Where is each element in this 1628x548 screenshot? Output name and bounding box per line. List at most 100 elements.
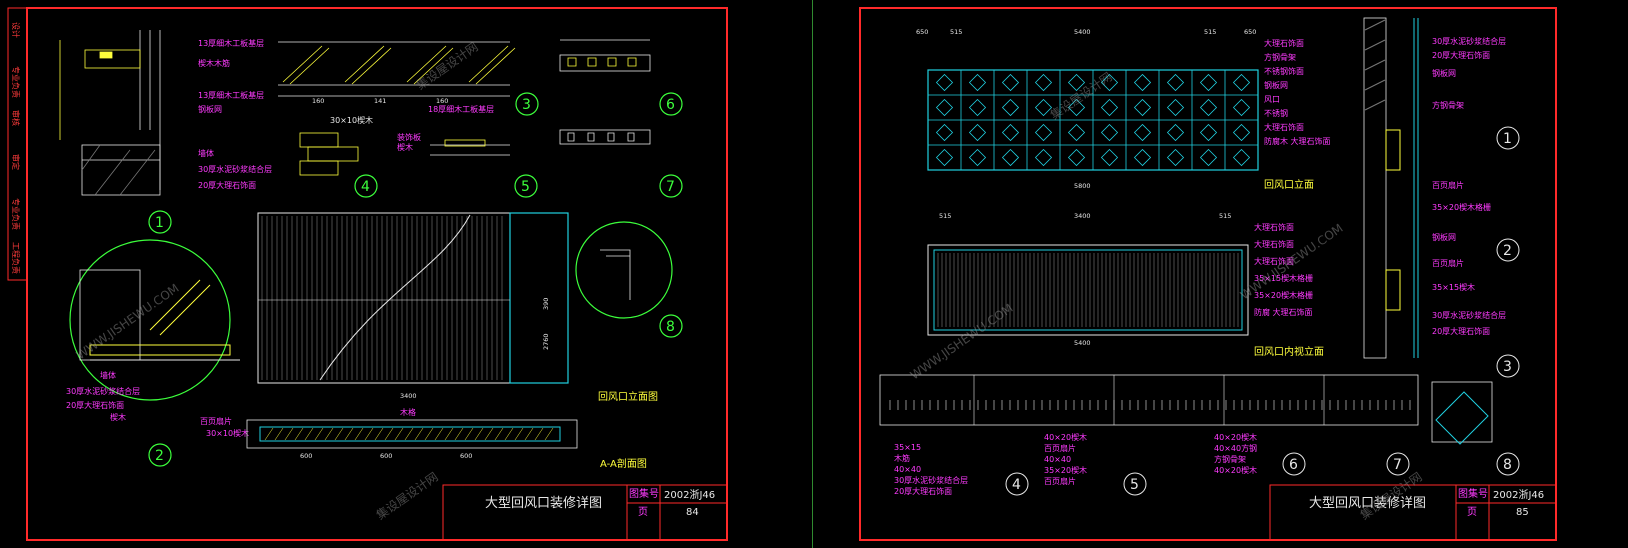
right-bottom-5-label: 35×20楔木 (1044, 465, 1087, 475)
right-side-label: 35×15楔木 (1432, 282, 1475, 292)
section-label: 木格 (400, 407, 416, 417)
right-side-label: 百页扇片 (1432, 180, 1464, 190)
right-atlas-no: 2002浙J46 (1493, 489, 1544, 501)
detail-1-label: 钢板网 (198, 104, 222, 114)
callout-3: 3 (522, 97, 531, 113)
detail-2-label: 30厚水泥砂浆结合层 (66, 386, 140, 396)
right-inner-label: 防腐 大理石饰面 (1254, 307, 1313, 317)
side-strip-item: 专业负责 (11, 198, 21, 230)
right-elev-top-dim: 515 (950, 28, 962, 36)
elevation-bottom-dim: 3400 (400, 392, 417, 400)
detail-3-label: 18厚细木工板基层 (428, 104, 494, 114)
detail-3-dim: 160 (436, 97, 448, 105)
right-elev-label: 不锈钢 (1264, 108, 1288, 118)
right-title: 大型回风口装修详图 (1309, 496, 1426, 511)
right-bottom-4-label: 木筋 (894, 453, 910, 463)
left-title: 大型回风口装修详图 (485, 496, 602, 511)
callout-6: 6 (666, 97, 675, 113)
sheet-divider (812, 0, 813, 548)
right-bottom-4-label: 20厚大理石饰面 (894, 486, 952, 496)
right-side-label: 35×20楔木格栅 (1432, 202, 1491, 212)
callout-1: 1 (155, 215, 164, 231)
right-title-block: 大型回风口装修详图 图集号 2002浙J46 页 85 (1269, 484, 1557, 541)
detail-1-label: 13厚细木工板基层 (198, 38, 264, 48)
detail-2-label: 20厚大理石饰面 (66, 400, 124, 410)
right-bottom-6-label: 40×20楔木 (1214, 465, 1257, 475)
right-inner-top-dim: 515 (1219, 212, 1231, 220)
left-detail-4 (299, 132, 359, 176)
detail-5-label-2: 楔木 (397, 142, 413, 152)
right-page-label: 页 (1467, 506, 1477, 518)
right-elev-label: 大理石饰面 (1264, 122, 1304, 132)
detail-2-label: 30×10楔木 (206, 428, 249, 438)
right-callout-8: 8 (1503, 457, 1512, 473)
right-inner-label: 35×20楔木格栅 (1254, 290, 1313, 300)
left-watermark-url: WWW.JISHEWU.COM (74, 281, 182, 362)
right-inner-label: 大理石饰面 (1254, 256, 1294, 266)
right-bottom-4-label: 40×40 (894, 465, 921, 474)
detail-1-labels: 13厚细木工板基层楔木木筋13厚细木工板基层钢板网墙体30厚水泥砂浆结合层20厚… (198, 38, 272, 190)
right-side-label: 20厚大理石饰面 (1432, 50, 1490, 60)
right-side-label: 钢板网 (1432, 68, 1456, 78)
left-detail-1 (59, 30, 161, 196)
callout-5: 5 (521, 179, 530, 195)
detail-5-label-1: 装饰板 (397, 132, 421, 142)
right-bottom-5-label: 百页扇片 (1044, 443, 1076, 453)
right-bottom-5-label: 百页扇片 (1044, 476, 1076, 486)
elevation-right-dim: 390 (542, 298, 550, 310)
right-inner-label: 35×15楔木格栅 (1254, 273, 1313, 283)
right-callout-4: 4 (1012, 477, 1021, 493)
callout-4: 4 (361, 179, 370, 195)
right-side-label: 百页扇片 (1432, 258, 1464, 268)
detail-2-label: 百页扇片 (200, 416, 232, 426)
detail-4-label: 30×10楔木 (330, 115, 373, 125)
right-elev-label: 钢板网 (1264, 80, 1288, 90)
right-elev-label: 大理石饰面 (1264, 38, 1304, 48)
right-elev-label: 风口 (1264, 95, 1280, 104)
right-bottom-6-label: 方钢骨架 (1214, 454, 1246, 464)
callout-7: 7 (666, 179, 675, 195)
right-callout-7: 7 (1393, 457, 1402, 473)
right-elev-bottom-dim: 5800 (1074, 182, 1091, 190)
left-title-block: 大型回风口装修详图 图集号 2002浙J46 页 84 (442, 484, 728, 541)
detail-1-label: 13厚细木工板基层 (198, 90, 264, 100)
right-inner-title: 回风口内视立面 (1254, 345, 1324, 358)
side-strip-item: 设计 (11, 22, 21, 38)
left-main-elevation (257, 212, 569, 384)
right-bottom-4-label: 30厚水泥砂浆结合层 (894, 475, 968, 485)
right-elevation-title: 回风口立面 (1264, 178, 1314, 191)
left-section-aa (246, 419, 578, 449)
right-side-label: 30厚水泥砂浆结合层 (1432, 36, 1506, 46)
left-section-title: A-A剖面图 (600, 457, 647, 470)
callout-2: 2 (155, 448, 164, 464)
detail-2-label: 墙体 (100, 370, 116, 380)
right-page-no: 85 (1516, 507, 1529, 518)
right-watermark-1: 集设屋设计网 (1047, 69, 1115, 123)
left-watermark-1: 集设屋设计网 (413, 39, 481, 93)
left-detail-2 (69, 239, 240, 401)
right-bottom-details (879, 374, 1493, 445)
left-detail-6 (559, 39, 651, 145)
detail-3-dim: 141 (374, 97, 386, 105)
right-elev-top-dim: 5400 (1074, 28, 1091, 36)
right-elev-top-dim: 650 (916, 28, 928, 36)
left-page-no: 84 (686, 507, 699, 518)
right-bottom-6-label: 40×20楔木 (1214, 432, 1257, 442)
right-elev-label: 防腐木 大理石饰面 (1264, 136, 1331, 146)
detail-3-dimensions: 160 141 160 (312, 97, 448, 105)
section-dim: 600 (380, 452, 392, 460)
elevation-right-dim: 2760 (542, 333, 550, 350)
right-callout-6: 6 (1289, 457, 1298, 473)
right-bottom-5-label: 40×20楔木 (1044, 432, 1087, 442)
right-watermark-url: WWW.JISHEWU.COM (908, 301, 1016, 382)
detail-3-dim: 160 (312, 97, 324, 105)
right-callout-3: 3 (1503, 359, 1512, 375)
right-bottom-5-label: 40×40 (1044, 455, 1071, 464)
detail-1-label: 30厚水泥砂浆结合层 (198, 164, 272, 174)
